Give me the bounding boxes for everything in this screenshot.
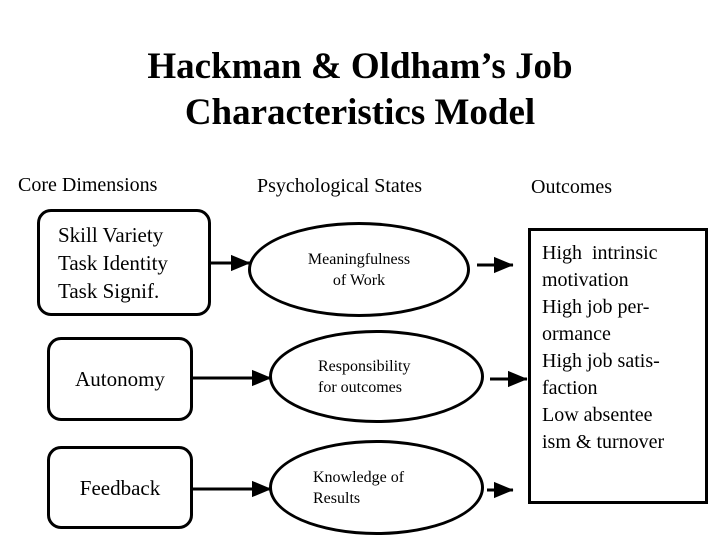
meaningfulness-ellipse-text: Meaningfulness of Work bbox=[251, 249, 467, 291]
responsibility-ellipse-text: Responsibility for outcomes bbox=[272, 356, 481, 398]
outcome-line-4: ormance bbox=[542, 323, 611, 345]
outcome-line-3: High job per- bbox=[542, 296, 650, 318]
meaningfulness-line-1: Meaningfulness bbox=[307, 250, 411, 268]
core-dimension-task-significance: Task Signif. bbox=[58, 278, 160, 303]
outcome-line-6: faction bbox=[542, 377, 598, 399]
core-dimensions-box: Skill Variety Task Identity Task Signif. bbox=[37, 209, 211, 316]
outcome-line-2: motivation bbox=[542, 269, 629, 291]
meaningfulness-line-2: of Work bbox=[332, 271, 386, 289]
outcome-line-8: ism & turnover bbox=[542, 431, 665, 453]
core-dimensions-box-text: Skill Variety Task Identity Task Signif. bbox=[40, 221, 208, 305]
outcome-line-5: High job satis- bbox=[542, 350, 660, 372]
outcome-line-1: High intrinsic bbox=[542, 242, 658, 264]
core-dimension-task-identity: Task Identity bbox=[58, 250, 168, 275]
psychological-state-meaningfulness-ellipse: Meaningfulness of Work bbox=[248, 222, 470, 317]
outcomes-box-text: High intrinsic motivation High job per- … bbox=[531, 231, 705, 456]
knowledge-line-2: Results bbox=[313, 489, 361, 507]
page-title: Hackman & Oldham’s Job Characteristics M… bbox=[0, 44, 720, 136]
core-dimension-autonomy-label: Autonomy bbox=[75, 367, 165, 391]
outcome-line-7: Low absentee bbox=[542, 404, 653, 426]
column-header-core-dimensions: Core Dimensions bbox=[18, 174, 158, 196]
responsibility-line-2: for outcomes bbox=[318, 378, 402, 396]
knowledge-line-1: Knowledge of bbox=[313, 468, 405, 486]
core-dimension-feedback-label: Feedback bbox=[79, 475, 161, 500]
psychological-state-responsibility-ellipse: Responsibility for outcomes bbox=[269, 330, 484, 423]
title-line-1: Hackman & Oldham’s Job bbox=[147, 46, 573, 87]
knowledge-ellipse-text: Knowledge of Results bbox=[272, 467, 481, 509]
column-header-psychological-states: Psychological States bbox=[257, 175, 422, 197]
core-dimension-skill-variety: Skill Variety bbox=[58, 222, 164, 247]
column-header-outcomes: Outcomes bbox=[531, 176, 613, 198]
psychological-state-knowledge-ellipse: Knowledge of Results bbox=[269, 440, 484, 535]
core-dimension-feedback-box: Feedback bbox=[47, 446, 193, 529]
feedback-box-text: Feedback bbox=[50, 474, 190, 502]
autonomy-box-text: Autonomy bbox=[50, 365, 190, 393]
title-line-2: Characteristics Model bbox=[184, 92, 536, 133]
outcomes-box: High intrinsic motivation High job per- … bbox=[528, 228, 708, 504]
responsibility-line-1: Responsibility bbox=[318, 357, 411, 375]
core-dimension-autonomy-box: Autonomy bbox=[47, 337, 193, 421]
